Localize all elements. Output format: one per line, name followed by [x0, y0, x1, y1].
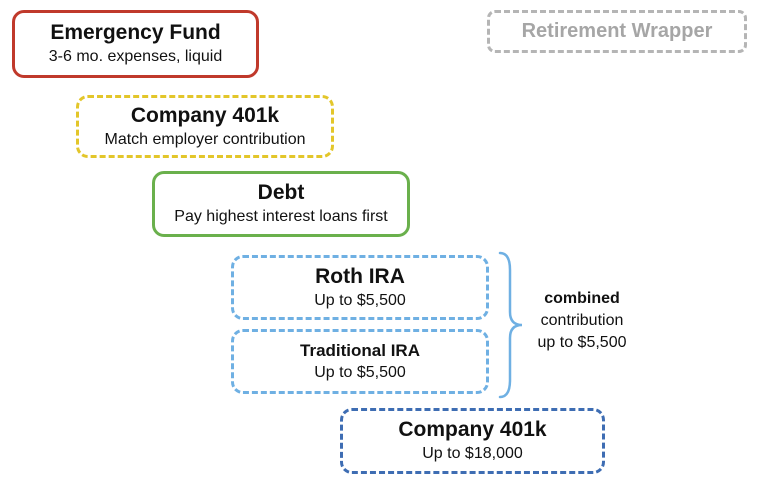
note-line-limit: up to $5,500 [537, 334, 627, 351]
step-subtitle: Pay highest interest loans first [174, 208, 388, 225]
step-emergency-fund: Emergency Fund 3-6 mo. expenses, liquid [12, 10, 259, 78]
step-company-401k-match: Company 401k Match employer contribution [76, 95, 334, 158]
step-title: Traditional IRA [300, 340, 420, 360]
combined-contribution-note: combined contribution up to $5,500 [524, 288, 640, 354]
step-title: Debt [257, 181, 305, 204]
note-line-combined: combined [544, 290, 620, 307]
step-title: Company 401k [130, 103, 280, 127]
note-line-contribution: contribution [540, 312, 624, 329]
step-subtitle: 3-6 mo. expenses, liquid [48, 48, 223, 65]
legend-retirement-wrapper: Retirement Wrapper [487, 10, 747, 53]
step-company-401k-full: Company 401k Up to $18,000 [340, 408, 605, 474]
ira-curly-brace [498, 251, 523, 399]
step-title: Emergency Fund [50, 21, 221, 44]
step-subtitle: Up to $18,000 [422, 445, 523, 462]
step-debt: Debt Pay highest interest loans first [152, 171, 410, 237]
step-subtitle: Up to $5,500 [314, 363, 406, 381]
step-traditional-ira: Traditional IRA Up to $5,500 [231, 329, 489, 394]
step-subtitle: Match employer contribution [104, 130, 306, 148]
step-title: Roth IRA [315, 264, 405, 288]
legend-label: Retirement Wrapper [521, 20, 713, 42]
step-roth-ira: Roth IRA Up to $5,500 [231, 255, 489, 320]
step-title: Company 401k [398, 418, 547, 441]
step-subtitle: Up to $5,500 [314, 291, 406, 309]
